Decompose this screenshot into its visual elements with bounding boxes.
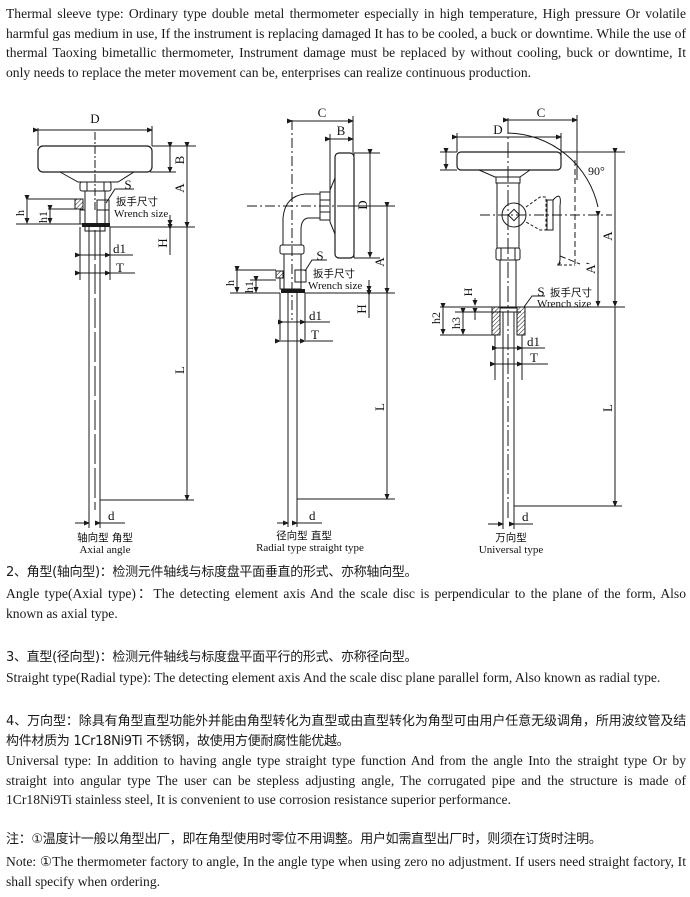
label-h2: h2 xyxy=(429,312,443,324)
label-d1: d1 xyxy=(113,241,126,256)
label-S: S xyxy=(537,284,544,299)
label-h1: h1 xyxy=(242,281,256,293)
label-angle: 90° xyxy=(588,164,605,178)
note-cn: 注：①温度计一般以角型出厂，即在角型使用时零位不用调整。用户如需直型出厂时，则须… xyxy=(6,832,602,847)
label-H: H xyxy=(354,304,369,313)
caption-en-radial: Radial type straight type xyxy=(256,542,364,554)
label-C: C xyxy=(537,105,546,120)
label-A: A xyxy=(600,231,615,241)
label-H: H xyxy=(461,287,475,296)
label-D: D xyxy=(355,200,370,209)
label-H: H xyxy=(155,238,170,247)
label-A-prime: A' xyxy=(583,262,598,274)
section-straight-type-cn: 3、直型(径向型)：检测元件轴线与标度盘平面平行的形式、亦称径向型。 xyxy=(6,650,418,665)
label-T: T xyxy=(116,260,124,275)
intro-paragraph: Thermal sleeve type: Ordinary type doubl… xyxy=(6,6,686,80)
label-L: L xyxy=(372,403,387,411)
label-L: L xyxy=(600,404,615,412)
label-D: D xyxy=(493,122,502,137)
wrench-size-en: Wrench size xyxy=(308,280,362,292)
section-angle-type-cn: 2、角型(轴向型)：检测元件轴线与标度盘平面垂直的形式、亦称轴向型。 xyxy=(6,565,418,580)
label-d1: d1 xyxy=(309,308,322,323)
section-universal-type-cn: 4、万向型：除具有角型直型功能外并能由角型转化为直型或由直型转化为角型可由用户任… xyxy=(6,714,686,749)
wrench-size-cn: 扳手尺寸 xyxy=(313,267,355,280)
caption-cn-universal: 万向型 xyxy=(495,531,527,544)
label-d: d xyxy=(522,509,529,524)
label-C: C xyxy=(318,105,327,120)
label-L: L xyxy=(172,366,187,374)
label-h: h xyxy=(223,280,237,286)
label-d: d xyxy=(309,508,316,523)
label-h3: h3 xyxy=(449,317,463,329)
thermometer-dimension-figure: D B A H L h h1 S 扳手尺寸 Wrench size d1 T d… xyxy=(13,105,625,556)
universal-diagram: C D 90° A A' L H h2 h3 S 扳手尺寸 Wrench siz… xyxy=(429,105,625,556)
note-en: Note: ①The thermometer factory to angle,… xyxy=(6,854,686,889)
caption-cn-axial: 轴向型 角型 xyxy=(77,531,133,544)
label-B: B xyxy=(337,123,346,138)
section-angle-type-en: Angle type(Axial type)：The detecting ele… xyxy=(6,586,686,621)
label-D: D xyxy=(90,111,99,126)
section-universal-type-en: Universal type: In addition to having an… xyxy=(6,753,686,808)
label-h1: h1 xyxy=(36,211,50,223)
label-T: T xyxy=(530,350,538,365)
label-T: T xyxy=(311,327,319,342)
wrench-size-cn: 扳手尺寸 xyxy=(550,286,592,299)
wrench-size-cn: 扳手尺寸 xyxy=(116,195,158,208)
wrench-size-en: Wrench size xyxy=(537,298,591,310)
axial-angle-diagram: D B A H L h h1 S 扳手尺寸 Wrench size d1 T d… xyxy=(13,111,196,556)
label-S: S xyxy=(124,177,131,192)
section-straight-type-en: Straight type(Radial type): The detectin… xyxy=(6,670,661,685)
label-d1: d1 xyxy=(527,334,540,349)
label-A: A xyxy=(172,183,187,193)
label-A: A xyxy=(372,257,387,267)
radial-straight-diagram: C B D A H L h h1 S 扳手尺寸 Wrench size d1 T… xyxy=(223,105,395,554)
caption-en-universal: Universal type xyxy=(479,544,544,556)
wrench-size-en: Wrench size xyxy=(114,208,168,220)
label-B: B xyxy=(172,155,187,164)
label-h: h xyxy=(13,210,27,216)
caption-cn-radial: 径向型 直型 xyxy=(276,529,332,542)
label-S: S xyxy=(316,248,323,263)
caption-en-axial: Axial angle xyxy=(79,544,130,556)
label-d: d xyxy=(108,508,115,523)
